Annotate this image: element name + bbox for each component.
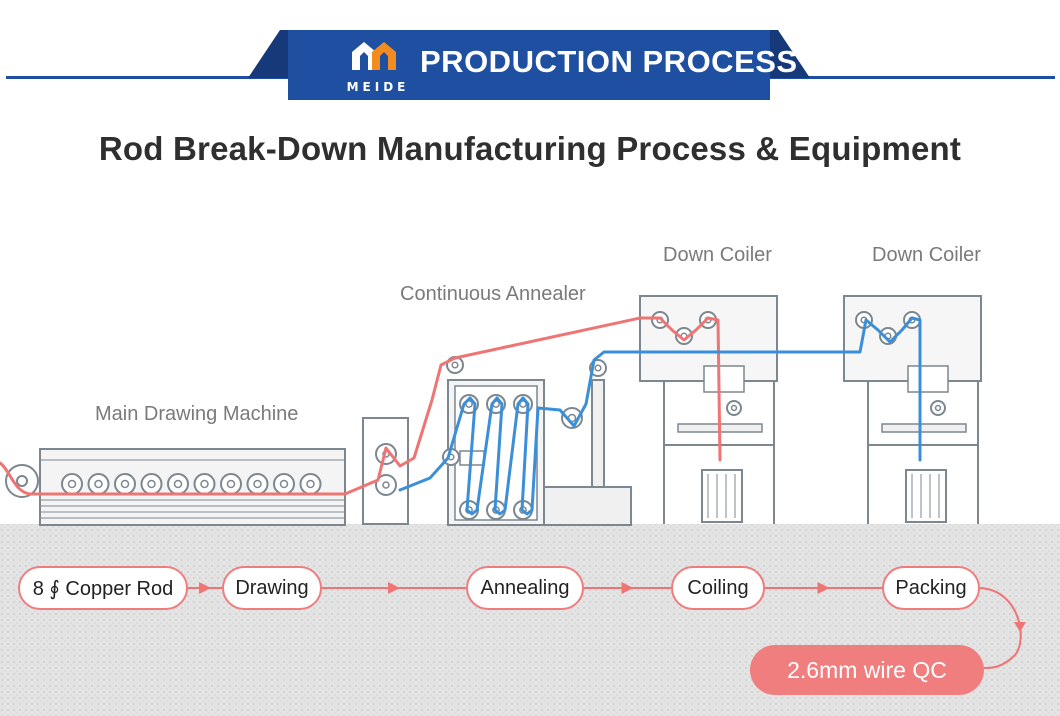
down-coilers	[639, 295, 982, 524]
coiler-pulley	[726, 400, 742, 416]
drawing-capstans	[61, 473, 322, 495]
meide-logo-icon	[352, 42, 396, 70]
tension-unit	[362, 417, 409, 525]
capstan-pulley	[61, 473, 83, 495]
flow-arrowhead	[621, 582, 634, 594]
brand-name: MEIDE	[346, 80, 410, 94]
capstan-pulley	[87, 473, 110, 495]
hot-wire-path	[0, 316, 722, 496]
annealer-exit-pulley	[589, 359, 607, 377]
coiler-pulley	[930, 400, 946, 416]
down-coiler	[639, 295, 778, 524]
connector-arrowhead	[1014, 622, 1026, 632]
connector-to-qc	[979, 587, 1022, 669]
flow-connectors	[188, 582, 882, 594]
step-packing: Packing	[882, 566, 980, 610]
step-annealing: Annealing	[466, 566, 584, 610]
capstan-pulley	[167, 473, 189, 495]
flow-arrowhead	[388, 582, 400, 594]
step-coiling: Coiling	[671, 566, 765, 610]
capstan-pulley	[140, 473, 163, 495]
final-qc-badge: 2.6mm wire QC	[750, 645, 984, 695]
capstan-pulley	[220, 473, 242, 495]
capstan-pulley	[114, 473, 136, 495]
main-drawing-machine-label: Main Drawing Machine	[95, 403, 299, 425]
capstan-pulley	[193, 473, 216, 495]
annealer-label: Continuous Annealer	[400, 283, 586, 305]
coiler-1-label: Down Coiler	[663, 244, 772, 266]
wire-paths	[0, 316, 922, 516]
banner-title: PRODUCTION PROCESS	[420, 44, 798, 79]
header-banner	[6, 30, 1055, 100]
flow-arrowhead	[199, 582, 211, 594]
flow-arrowhead	[817, 582, 830, 594]
page-title: Rod Break-Down Manufacturing Process & E…	[98, 130, 962, 167]
capstan-pulley	[299, 473, 322, 495]
step-copper-rod: 8 ∮ Copper Rod	[18, 566, 188, 610]
coiler-2-label: Down Coiler	[872, 244, 981, 266]
cool-wire-path	[398, 316, 922, 516]
capstan-pulley	[246, 473, 269, 495]
step-drawing: Drawing	[222, 566, 322, 610]
capstan-pulley	[273, 473, 295, 495]
